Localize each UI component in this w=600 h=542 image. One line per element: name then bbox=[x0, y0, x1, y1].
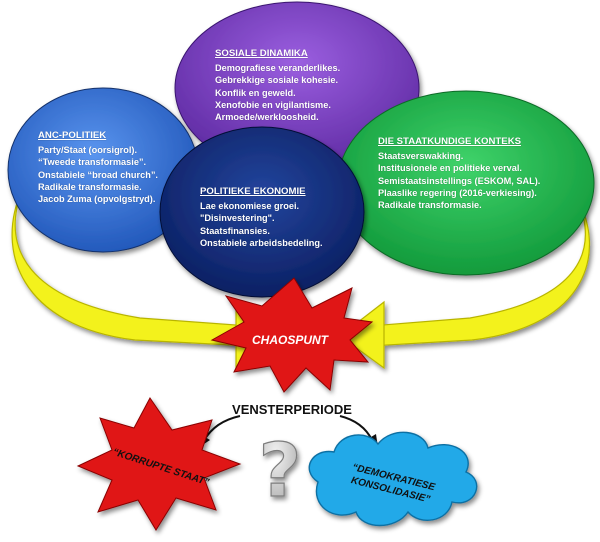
korrupte-staat-star bbox=[76, 397, 242, 531]
anc-politiek-item: “Tweede transformasie”. bbox=[38, 157, 147, 168]
sosiale-dinamika-item: Demografiese veranderlikes. bbox=[215, 63, 341, 74]
staatkundige-konteks-item: Semistaatsinstellings (ESKOM, SAL). bbox=[378, 175, 541, 186]
politieke-ekonomie-title: POLITIEKE EKONOMIE bbox=[200, 186, 306, 197]
sosiale-dinamika-title: SOSIALE DINAMIKA bbox=[215, 48, 308, 59]
anc-politiek-title: ANC-POLITIEK bbox=[38, 130, 107, 141]
anc-politiek-item: Jacob Zuma (opvolgstryd). bbox=[38, 194, 156, 205]
staatkundige-konteks-text: DIE STAATKUNDIGE KONTEKS Staatsverswakki… bbox=[378, 136, 540, 211]
sosiale-dinamika-item: Konflik en geweld. bbox=[215, 87, 296, 98]
question-mark: ? bbox=[259, 428, 302, 514]
staatkundige-konteks-item: Plaaslike regering (2016-verkiesing). bbox=[378, 187, 537, 198]
anc-politiek-item: Onstabiele “broad church”. bbox=[38, 169, 158, 180]
chaospunt-label: CHAOSPUNT bbox=[252, 333, 330, 347]
politieke-ekonomie-text: POLITIEKE EKONOMIE Lae ekonomiese groei.… bbox=[200, 186, 323, 249]
staatkundige-konteks-item: Radikale transformasie. bbox=[378, 200, 482, 211]
staatkundige-konteks-item: Institusionele en politieke verval. bbox=[378, 163, 522, 174]
staatkundige-konteks-title: DIE STAATKUNDIGE KONTEKS bbox=[378, 136, 522, 147]
politieke-ekonomie-item: Onstabiele arbeidsbedeling. bbox=[200, 237, 323, 248]
demokratiese-konsolidasie-cloud bbox=[308, 431, 478, 527]
sosiale-dinamika-item: Armoede/werkloosheid. bbox=[215, 112, 319, 123]
cycle-arrow-right-head bbox=[338, 300, 385, 370]
anc-politiek-text: ANC-POLITIEK Party/Staat (oorsigrol). “T… bbox=[38, 130, 158, 205]
ellipse-politieke-ekonomie bbox=[159, 126, 365, 298]
staatkundige-konteks-item: Staatsverswakking. bbox=[378, 151, 464, 162]
anc-politiek-item: Party/Staat (oorsigrol). bbox=[38, 145, 138, 156]
sosiale-dinamika-text: SOSIALE DINAMIKA Demografiese veranderli… bbox=[215, 48, 340, 123]
sosiale-dinamika-item: Gebrekkige sosiale kohesie. bbox=[215, 75, 339, 86]
chaospunt-star bbox=[210, 277, 374, 393]
politieke-ekonomie-item: Lae ekonomiese groei. bbox=[200, 201, 300, 212]
politieke-ekonomie-item: "Disinvestering". bbox=[200, 213, 275, 224]
politieke-ekonomie-item: Staatsfinansies. bbox=[200, 225, 270, 236]
vensterperiode-label: VENSTERPERIODE bbox=[232, 402, 352, 417]
sosiale-dinamika-item: Xenofobie en vigilantisme. bbox=[215, 99, 331, 110]
anc-politiek-item: Radikale transformasie. bbox=[38, 181, 142, 192]
